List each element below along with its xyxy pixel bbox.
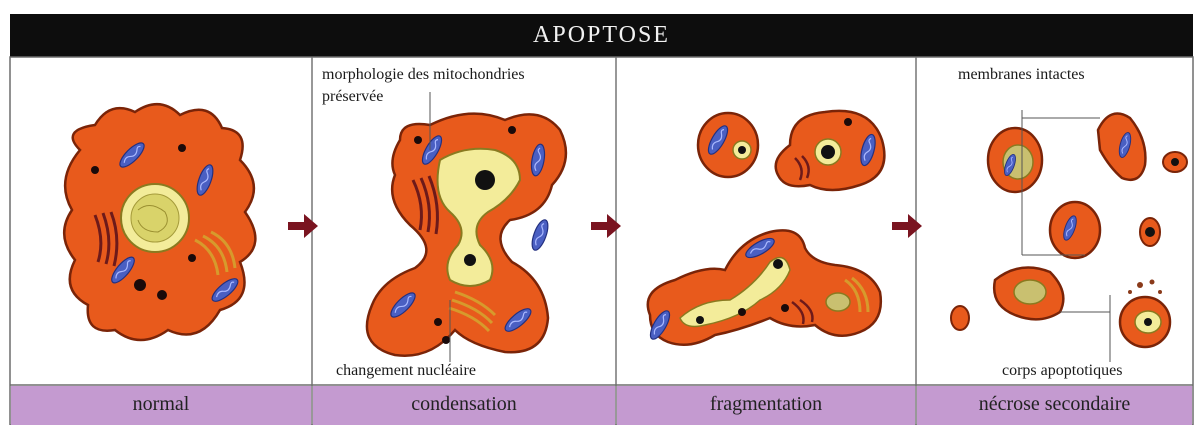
- arrow-1: [288, 214, 318, 238]
- stage-secondary-necrosis: nécrose secondaire: [917, 386, 1192, 425]
- condensing-cell: [367, 114, 566, 356]
- annotation-apoptotic-bodies: corps apoptotiques: [1002, 362, 1122, 380]
- annotation-mitochondria-line1: morphologie des mitochondries: [322, 66, 525, 84]
- stage-label: fragmentation: [710, 393, 822, 416]
- annotation-intact-membranes: membranes intactes: [958, 66, 1085, 84]
- arrow-3: [892, 214, 922, 238]
- stage-fragmentation: fragmentation: [617, 386, 915, 425]
- fragmenting-cell: [647, 111, 885, 345]
- stage-condensation: condensation: [313, 386, 615, 425]
- normal-cell: [64, 104, 255, 340]
- stage-normal: normal: [11, 386, 311, 425]
- stage-label: normal: [133, 393, 190, 416]
- stage-label: nécrose secondaire: [979, 393, 1131, 416]
- annotation-nuclear-change: changement nucléaire: [336, 362, 476, 380]
- mitochondrion: [529, 218, 551, 252]
- stage-label: condensation: [411, 393, 517, 416]
- annotation-mitochondria-line2: préservée: [322, 88, 383, 106]
